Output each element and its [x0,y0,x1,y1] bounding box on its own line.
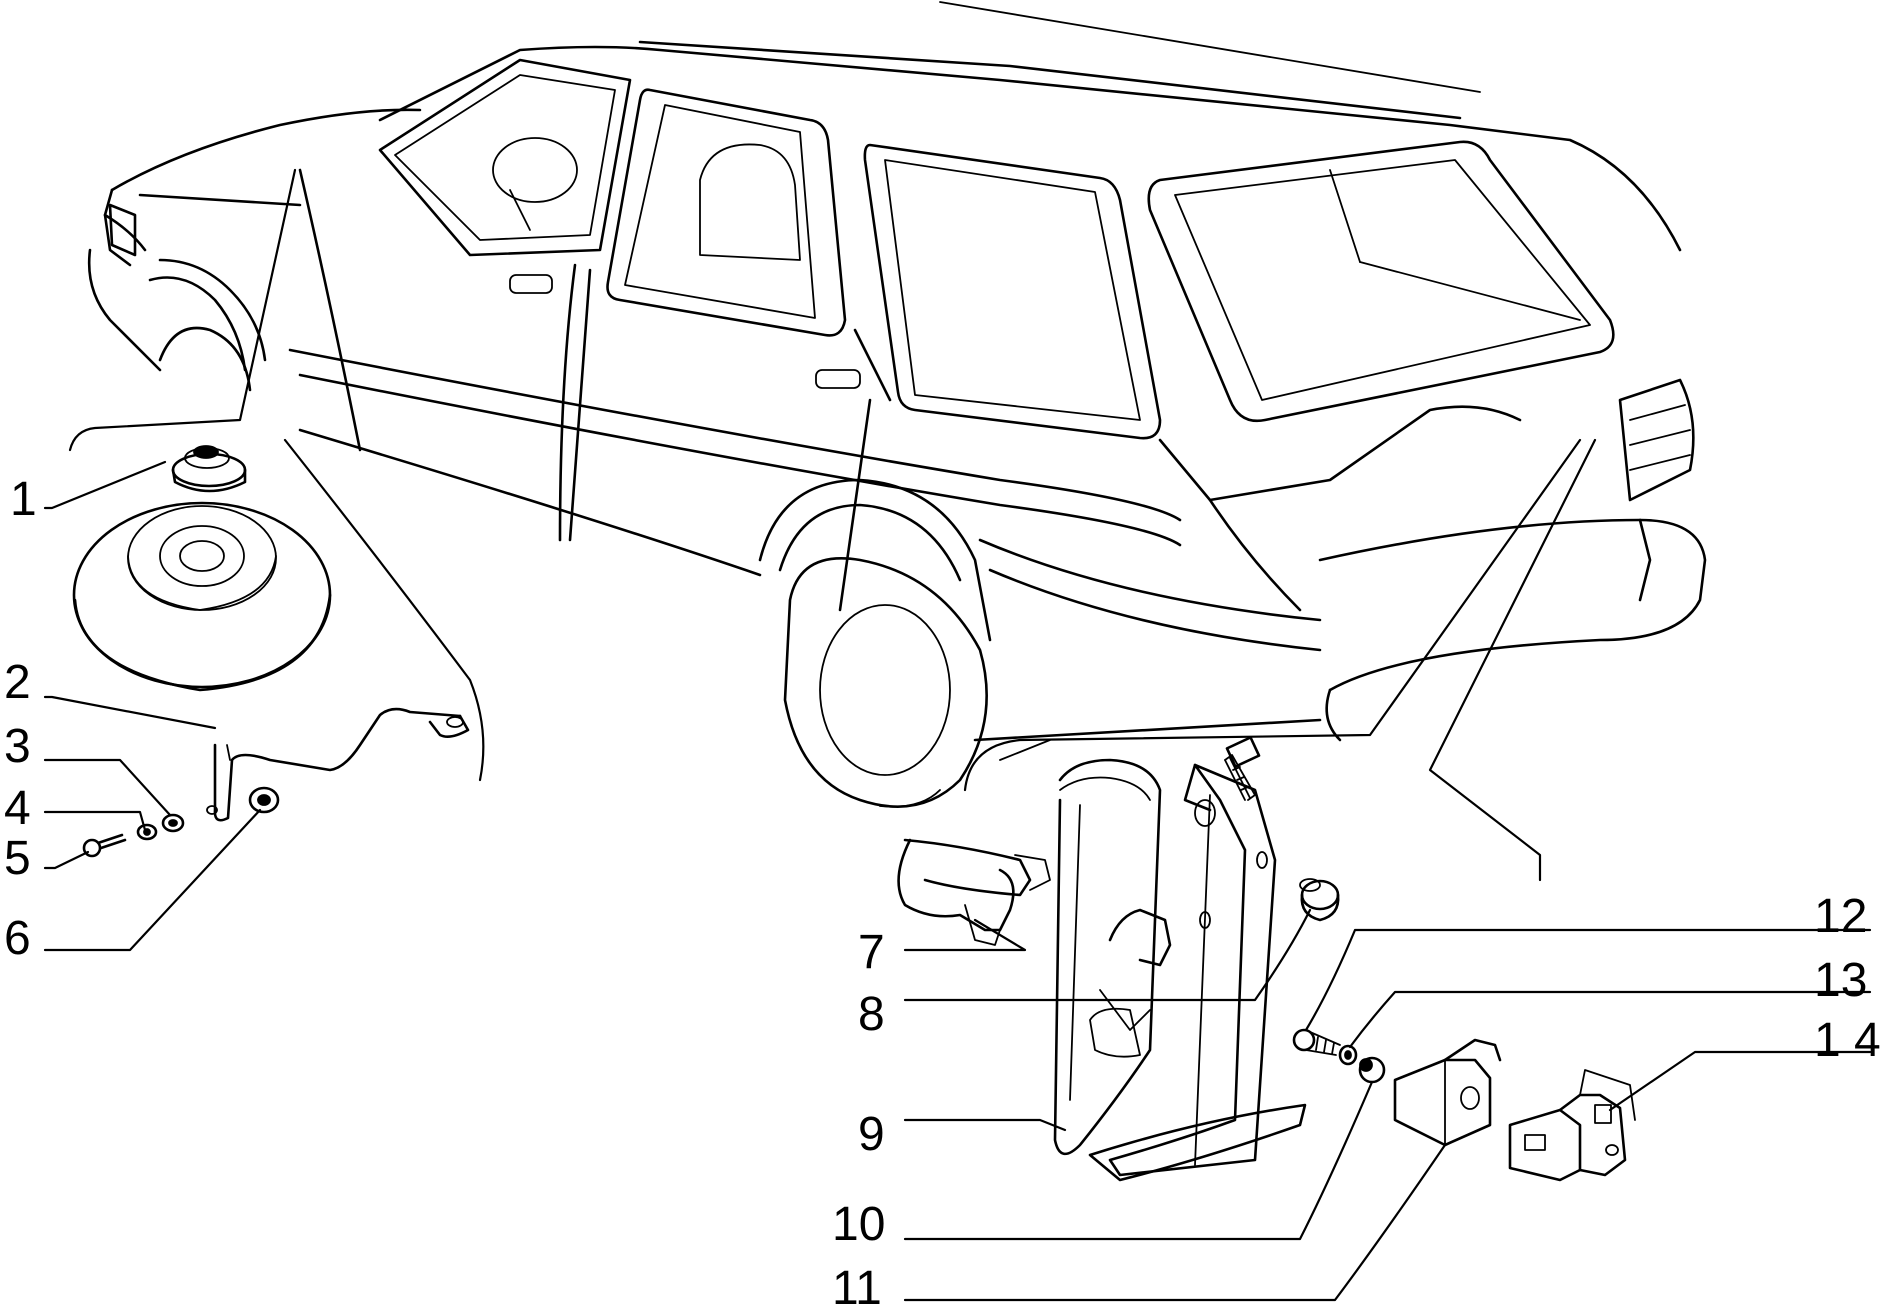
callout-8: 8 [858,988,885,1041]
callout-12: 12 [1814,890,1867,943]
callout-14: 1 4 [1814,1014,1881,1067]
leader-lines-right [903,908,1872,1302]
part-10-nut [1358,1056,1386,1084]
callout-2: 2 [4,656,31,709]
callout-5: 5 [4,832,31,885]
part-2-retaining-bar [206,707,470,822]
leader-lines-left [43,460,262,952]
part-7-strap [897,838,1051,946]
part-4-washer [136,823,158,841]
part-13-washer [1338,1044,1358,1066]
callout-13: 13 [1814,954,1867,1007]
part-8-rubber-pad [1299,878,1340,922]
part-6-nut [248,786,280,814]
callout-4: 4 [4,782,31,835]
callout-6: 6 [4,912,31,965]
part-3-washer [161,813,185,833]
part-5-bolt [82,833,127,858]
callout-7: 7 [858,926,885,979]
spare-wheel-drawing [68,168,485,782]
callout-9: 9 [858,1108,885,1161]
part-11-bracket [1393,1038,1502,1147]
jack-body [1088,736,1307,1182]
callout-10: 10 [832,1198,885,1251]
part-12-bolt [1292,1028,1341,1056]
part-14-clip [1508,1069,1636,1182]
part-1-wheel-nut [171,445,247,493]
callout-3: 3 [4,720,31,773]
part-9-jack-bag [1053,758,1162,1156]
station-wagon-drawing [87,1,1707,808]
callout-1: 1 [10,473,37,526]
callout-11: 11 [832,1262,882,1304]
jack-assembly-drawing [963,438,1597,882]
